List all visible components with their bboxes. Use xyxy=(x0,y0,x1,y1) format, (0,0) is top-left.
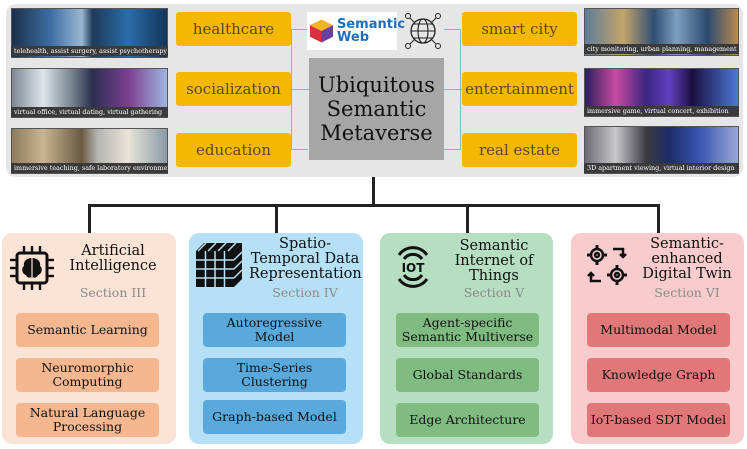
panel-4-title-line-1: Semantic- xyxy=(650,236,724,252)
panel-2-section: Section IV xyxy=(272,285,338,300)
panel-2-title: Spatio- Temporal Data Representation xyxy=(249,236,362,282)
panel-1-item-3: Natural Language Processing xyxy=(16,403,159,437)
real-estate-caption: 3D apartment viewing, virtual interior d… xyxy=(584,163,739,173)
tree-branch-1 xyxy=(88,204,91,236)
data-cube-grid-icon xyxy=(196,242,243,287)
panel-3-item-3: Edge Architecture xyxy=(396,403,539,437)
center-title-box: Ubiquitous Semantic Metaverse xyxy=(309,58,444,160)
tree-branch-4 xyxy=(657,204,660,236)
panel-1-title-line-2: Intelligence xyxy=(69,258,157,274)
panel-2-item-1: Autoregressive Model xyxy=(203,313,346,347)
left-connector-mid xyxy=(291,89,309,90)
panel-4-title: Semantic- enhanced Digital Twin xyxy=(631,237,743,282)
panel-4-title-line-3: Digital Twin xyxy=(642,266,732,282)
digital-twin-gears-icon xyxy=(587,245,627,285)
app-education: education xyxy=(176,133,291,167)
globe-network-icon xyxy=(405,13,441,49)
panel-2-title-line-1: Spatio- xyxy=(279,236,331,252)
panel-2-item-2: Time-Series Clustering xyxy=(203,358,346,392)
semantic-web-cube-icon xyxy=(309,19,334,43)
semantic-web-logo: Semantic Web xyxy=(307,12,406,50)
panel-1-section: Section III xyxy=(79,285,147,300)
center-title-line-1: Ubiquitous xyxy=(318,73,435,97)
app-real-estate: real estate xyxy=(462,133,577,167)
entertainment-caption: immersive game, virtual concert, exhibit… xyxy=(584,106,739,116)
tree-branch-3 xyxy=(466,204,469,236)
panel-4-item-3: IoT-based SDT Model xyxy=(587,403,730,437)
right-connector-mid xyxy=(444,89,462,90)
panel-4-item-2: Knowledge Graph xyxy=(587,358,730,392)
panel-semantic-iot: IOT Semantic Internet of Things Section … xyxy=(380,233,553,444)
panel-4-item-1: Multimodal Model xyxy=(587,313,730,347)
panel-3-section: Section V xyxy=(463,285,525,300)
panel-4-title-line-2: enhanced xyxy=(651,251,723,267)
tree-trunk xyxy=(372,177,375,206)
panel-3-title-line-1: Semantic xyxy=(459,238,529,254)
iot-broadcast-icon: IOT xyxy=(397,246,429,288)
panel-1-item-1: Semantic Learning xyxy=(16,313,159,347)
ai-chip-brain-icon xyxy=(10,246,54,290)
panel-4-section: Section VI xyxy=(654,285,720,300)
panel-2-item-3: Graph-based Model xyxy=(203,400,346,434)
app-smart-city: smart city xyxy=(462,12,577,46)
panel-3-title-line-2: Internet of xyxy=(454,253,534,269)
panel-artificial-intelligence: Artificial Intelligence Section III Sema… xyxy=(2,233,176,444)
panel-3-title: Semantic Internet of Things xyxy=(438,239,550,284)
socialization-caption: virtual office, virtual dating, virtual … xyxy=(11,107,168,117)
semantic-web-logo-text: Semantic Web xyxy=(337,17,406,45)
tree-bar xyxy=(88,204,660,207)
healthcare-caption: telehealth, assist surgery, assist psych… xyxy=(11,46,168,56)
panel-2-title-line-2: Temporal Data xyxy=(250,251,360,267)
app-entertainment: entertainment xyxy=(462,72,577,106)
panel-1-item-2: Neuromorphic Computing xyxy=(16,358,159,392)
panel-spatio-temporal: Spatio- Temporal Data Representation Sec… xyxy=(189,233,363,444)
panel-3-item-1: Agent-specific Semantic Multiverse xyxy=(396,313,539,347)
panel-digital-twin: Semantic- enhanced Digital Twin Section … xyxy=(571,233,744,444)
panel-1-title: Artificial Intelligence xyxy=(58,244,168,274)
panel-2-title-line-3: Representation xyxy=(249,266,362,282)
tree-branch-2 xyxy=(275,204,278,236)
center-title-line-3: Metaverse xyxy=(320,121,433,145)
panel-3-title-line-3: Things xyxy=(469,268,519,284)
app-healthcare: healthcare xyxy=(176,12,291,46)
center-title-line-2: Semantic xyxy=(326,97,427,121)
education-caption: immersive teaching, safe laboratory envi… xyxy=(11,163,168,173)
svg-text:IOT: IOT xyxy=(402,261,426,275)
panel-3-item-2: Global Standards xyxy=(396,358,539,392)
smart-city-caption: city monitoring, urban planning, managem… xyxy=(584,44,739,54)
panel-1-title-line-1: Artificial xyxy=(81,243,145,259)
app-socialization: socialization xyxy=(176,72,291,106)
